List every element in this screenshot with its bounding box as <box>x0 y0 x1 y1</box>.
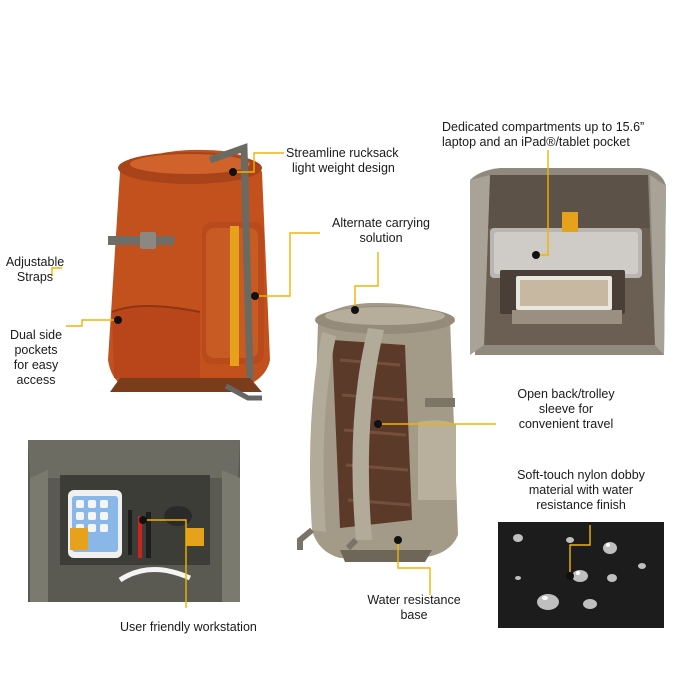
fabric-closeup-image <box>498 522 664 628</box>
callout-dots <box>114 168 574 580</box>
callout-dual-side-pockets: Dual side pockets for easy access <box>9 328 63 387</box>
callout-adjustable-straps: Adjustable Straps <box>5 255 65 284</box>
callout-open-back-trolley: Open back/trolley sleeve for convenient … <box>517 387 615 431</box>
callout-water-resistance-base: Water resistance base <box>367 593 461 622</box>
callout-dedicated-compartments: Dedicated compartments up to 15.6” lapto… <box>442 120 645 149</box>
callout-leaders <box>51 150 591 608</box>
callout-user-friendly-workstation: User friendly workstation <box>120 620 257 634</box>
khaki-backpack-image <box>297 302 458 562</box>
callout-alternate-carrying: Alternate carrying solution <box>332 216 430 245</box>
callout-soft-touch-nylon: Soft-touch nylon dobby material with wat… <box>517 468 645 512</box>
workstation-image <box>28 440 240 602</box>
laptop-compartment-image <box>470 168 666 355</box>
orange-backpack-image <box>108 143 270 401</box>
callout-streamline: Streamline rucksack light weight design <box>286 146 399 175</box>
